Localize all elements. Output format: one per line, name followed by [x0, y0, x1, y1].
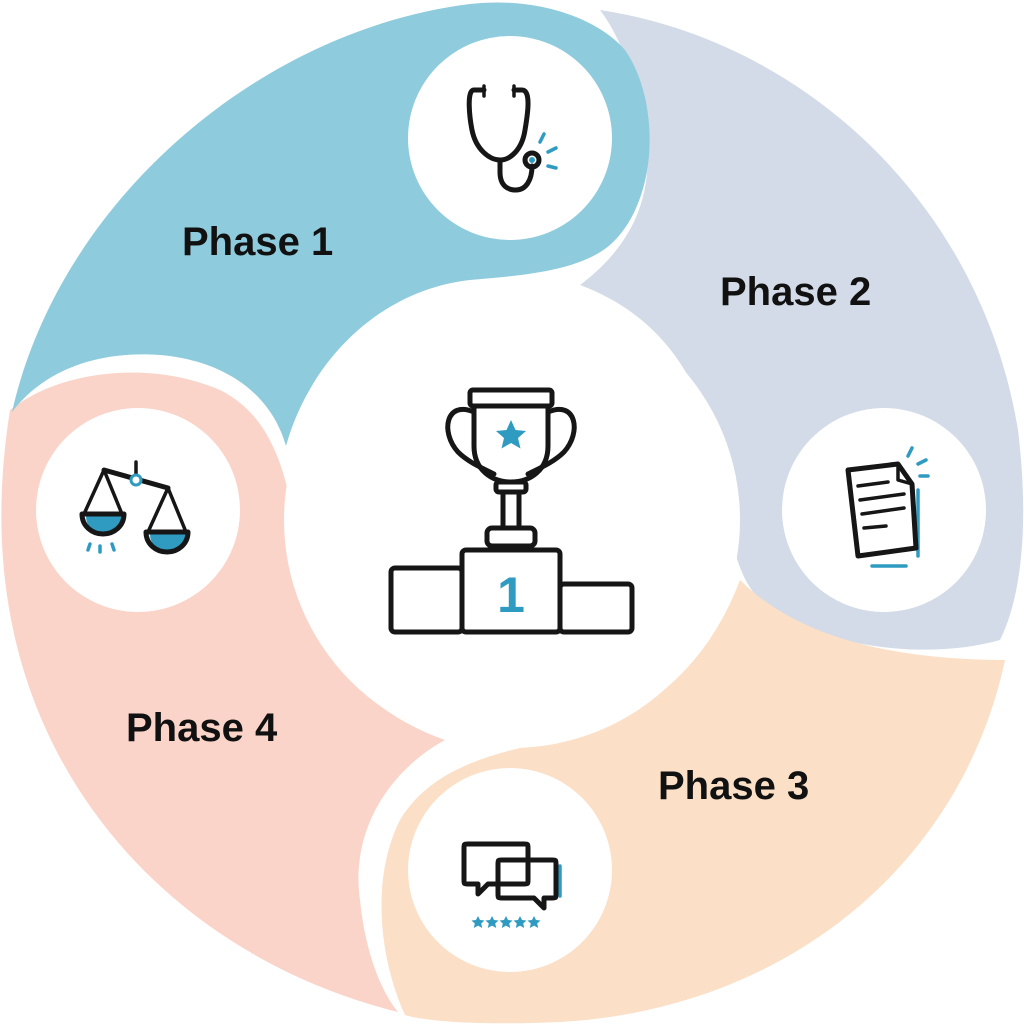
rating-star-icon: [499, 916, 513, 928]
trophy-star-icon: [496, 420, 526, 449]
rating-star-icon: [513, 916, 527, 928]
center-circle: [284, 292, 740, 748]
document-icon: [845, 446, 930, 568]
balance-scale-icon: [79, 460, 191, 555]
rating-star-icon: [527, 916, 541, 928]
chat-bubbles-rating-icon: [461, 841, 562, 928]
phase-2-label: Phase 2: [720, 270, 872, 314]
stethoscope-icon: [466, 84, 558, 193]
rating-stars: [471, 916, 541, 928]
podium-number: 1: [497, 567, 525, 623]
rating-star-icon: [471, 916, 485, 928]
phase-1-icon-circle: [408, 36, 612, 240]
phase-4-label: Phase 4: [126, 706, 278, 750]
phase-1-label: Phase 1: [182, 220, 334, 264]
phase-4-icon-circle: [36, 408, 240, 612]
rating-star-icon: [485, 916, 499, 928]
stethoscope-dot: [529, 157, 535, 163]
phase-3-label: Phase 3: [658, 764, 810, 808]
phase-3-icon-circle: [408, 768, 612, 972]
trophy-podium-icon: 1: [388, 387, 635, 635]
